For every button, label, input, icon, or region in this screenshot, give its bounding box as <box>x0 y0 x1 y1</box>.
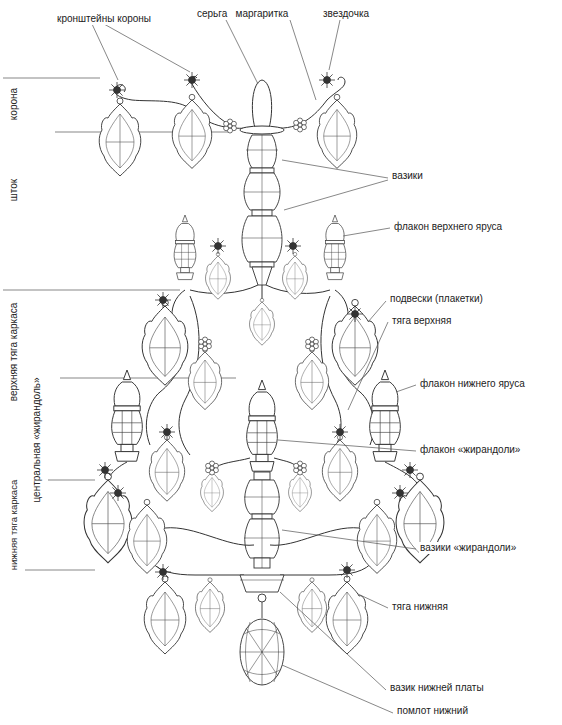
section-label: корона <box>8 87 20 121</box>
part-label: подвески (плакетки) <box>389 293 484 305</box>
section-label: верхняя тяга каркаса <box>8 302 20 403</box>
part-label: маргаритка <box>235 8 290 20</box>
part-label: флакон нижнего яруса <box>419 378 526 390</box>
section-label: нижняя тяга каркаса <box>8 479 20 571</box>
part-label: серьга <box>196 8 228 20</box>
part-label: вазик нижней платы <box>389 682 485 694</box>
part-label: звездочка <box>322 8 370 20</box>
part-label: флакон верхнего яруса <box>393 221 503 233</box>
part-label: кронштейны короны <box>56 13 152 25</box>
part-label: тяга верхняя <box>391 315 452 327</box>
part-label: вазики «жирандоли» <box>419 542 517 554</box>
part-label: вазики <box>391 170 424 182</box>
part-label: тяга нижняя <box>391 601 449 613</box>
part-label: флакон «жирандоли» <box>419 444 521 456</box>
section-label: центральная «жирандоль» <box>31 377 43 504</box>
part-label: помлот нижний <box>396 705 469 717</box>
section-label: шток <box>8 178 20 202</box>
